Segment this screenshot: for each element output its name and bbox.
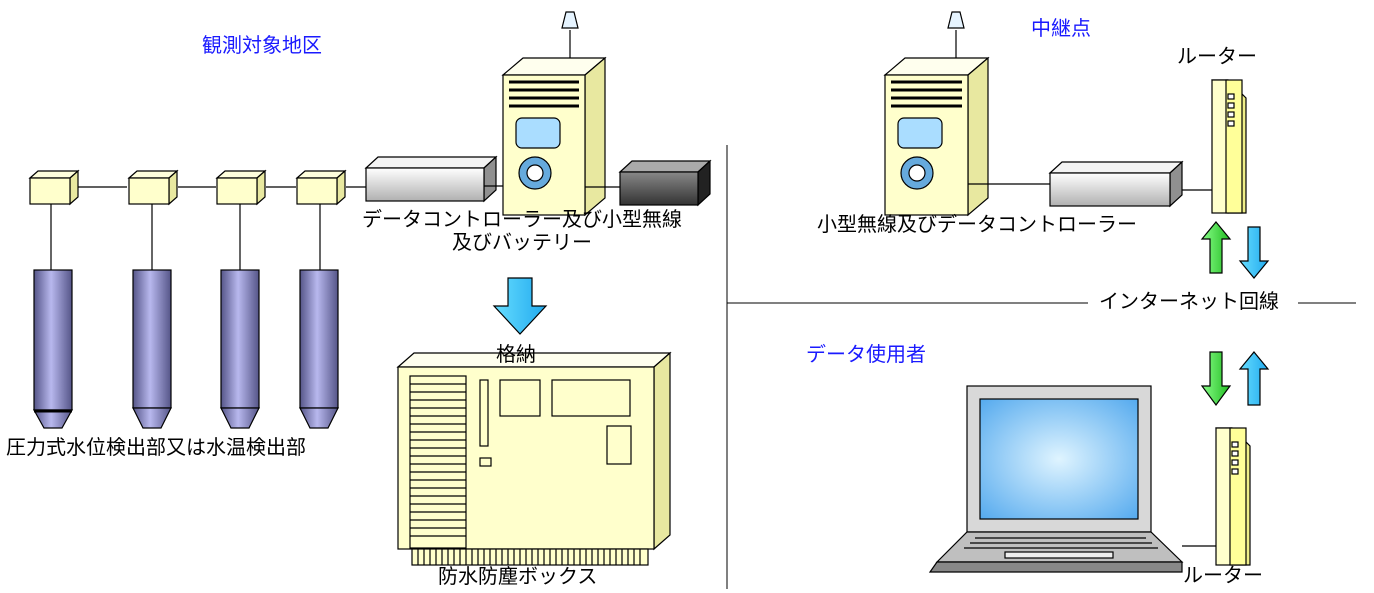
sensor-box-2 [127,169,179,206]
relay-point-title: 中継点 [1031,16,1091,40]
wireless-computer-left [501,11,607,217]
laptop [928,385,1184,573]
sensor-box-3 [215,169,267,206]
sensor-probe-4 [299,269,339,429]
waterproof-box [396,351,672,566]
storage-label: 格納 [496,342,536,366]
data-user-title: データ使用者 [806,342,926,366]
antenna-icon [561,11,579,29]
router-top [1211,79,1247,214]
router-top-label: ルーター [1177,44,1257,68]
controller-label-line-2: 及びバッテリー [452,230,592,254]
waterproof-box-label: 防水防塵ボックス [438,564,598,588]
internet-label: インターネット回線 [1099,289,1279,313]
router-bottom-label: ルーター [1183,563,1263,587]
observation-area-title: 観測対象地区 [202,33,322,57]
relay-controller-label: 小型無線及びデータコントローラー [817,212,1137,236]
storage-arrow [492,277,548,335]
sensor-probe-1 [32,269,74,429]
sensor-label: 圧力式水位検出部又は水温検出部 [6,435,306,459]
sensor-chain [50,186,366,270]
controller-label-line-1: データコントローラー及び小型無線 [362,207,682,231]
controller-label: データコントローラー及び小型無線 及びバッテリー [352,208,692,254]
arrow-up-cyan-bottom [1238,351,1270,406]
antenna-icon [947,11,965,29]
arrow-down-green-bottom [1200,351,1232,407]
data-controller-device [364,155,498,203]
wireless-computer-relay [883,11,990,217]
sensor-probe-2 [132,269,172,429]
arrow-down-cyan-top [1238,226,1270,279]
sensor-box-4 [295,169,347,206]
relay-controller-device [1048,160,1184,208]
router-bottom [1215,427,1251,566]
sensor-box-1 [28,169,80,206]
arrow-up-green-top [1200,221,1232,274]
battery-device [618,159,712,207]
sensor-probe-3 [220,269,260,429]
